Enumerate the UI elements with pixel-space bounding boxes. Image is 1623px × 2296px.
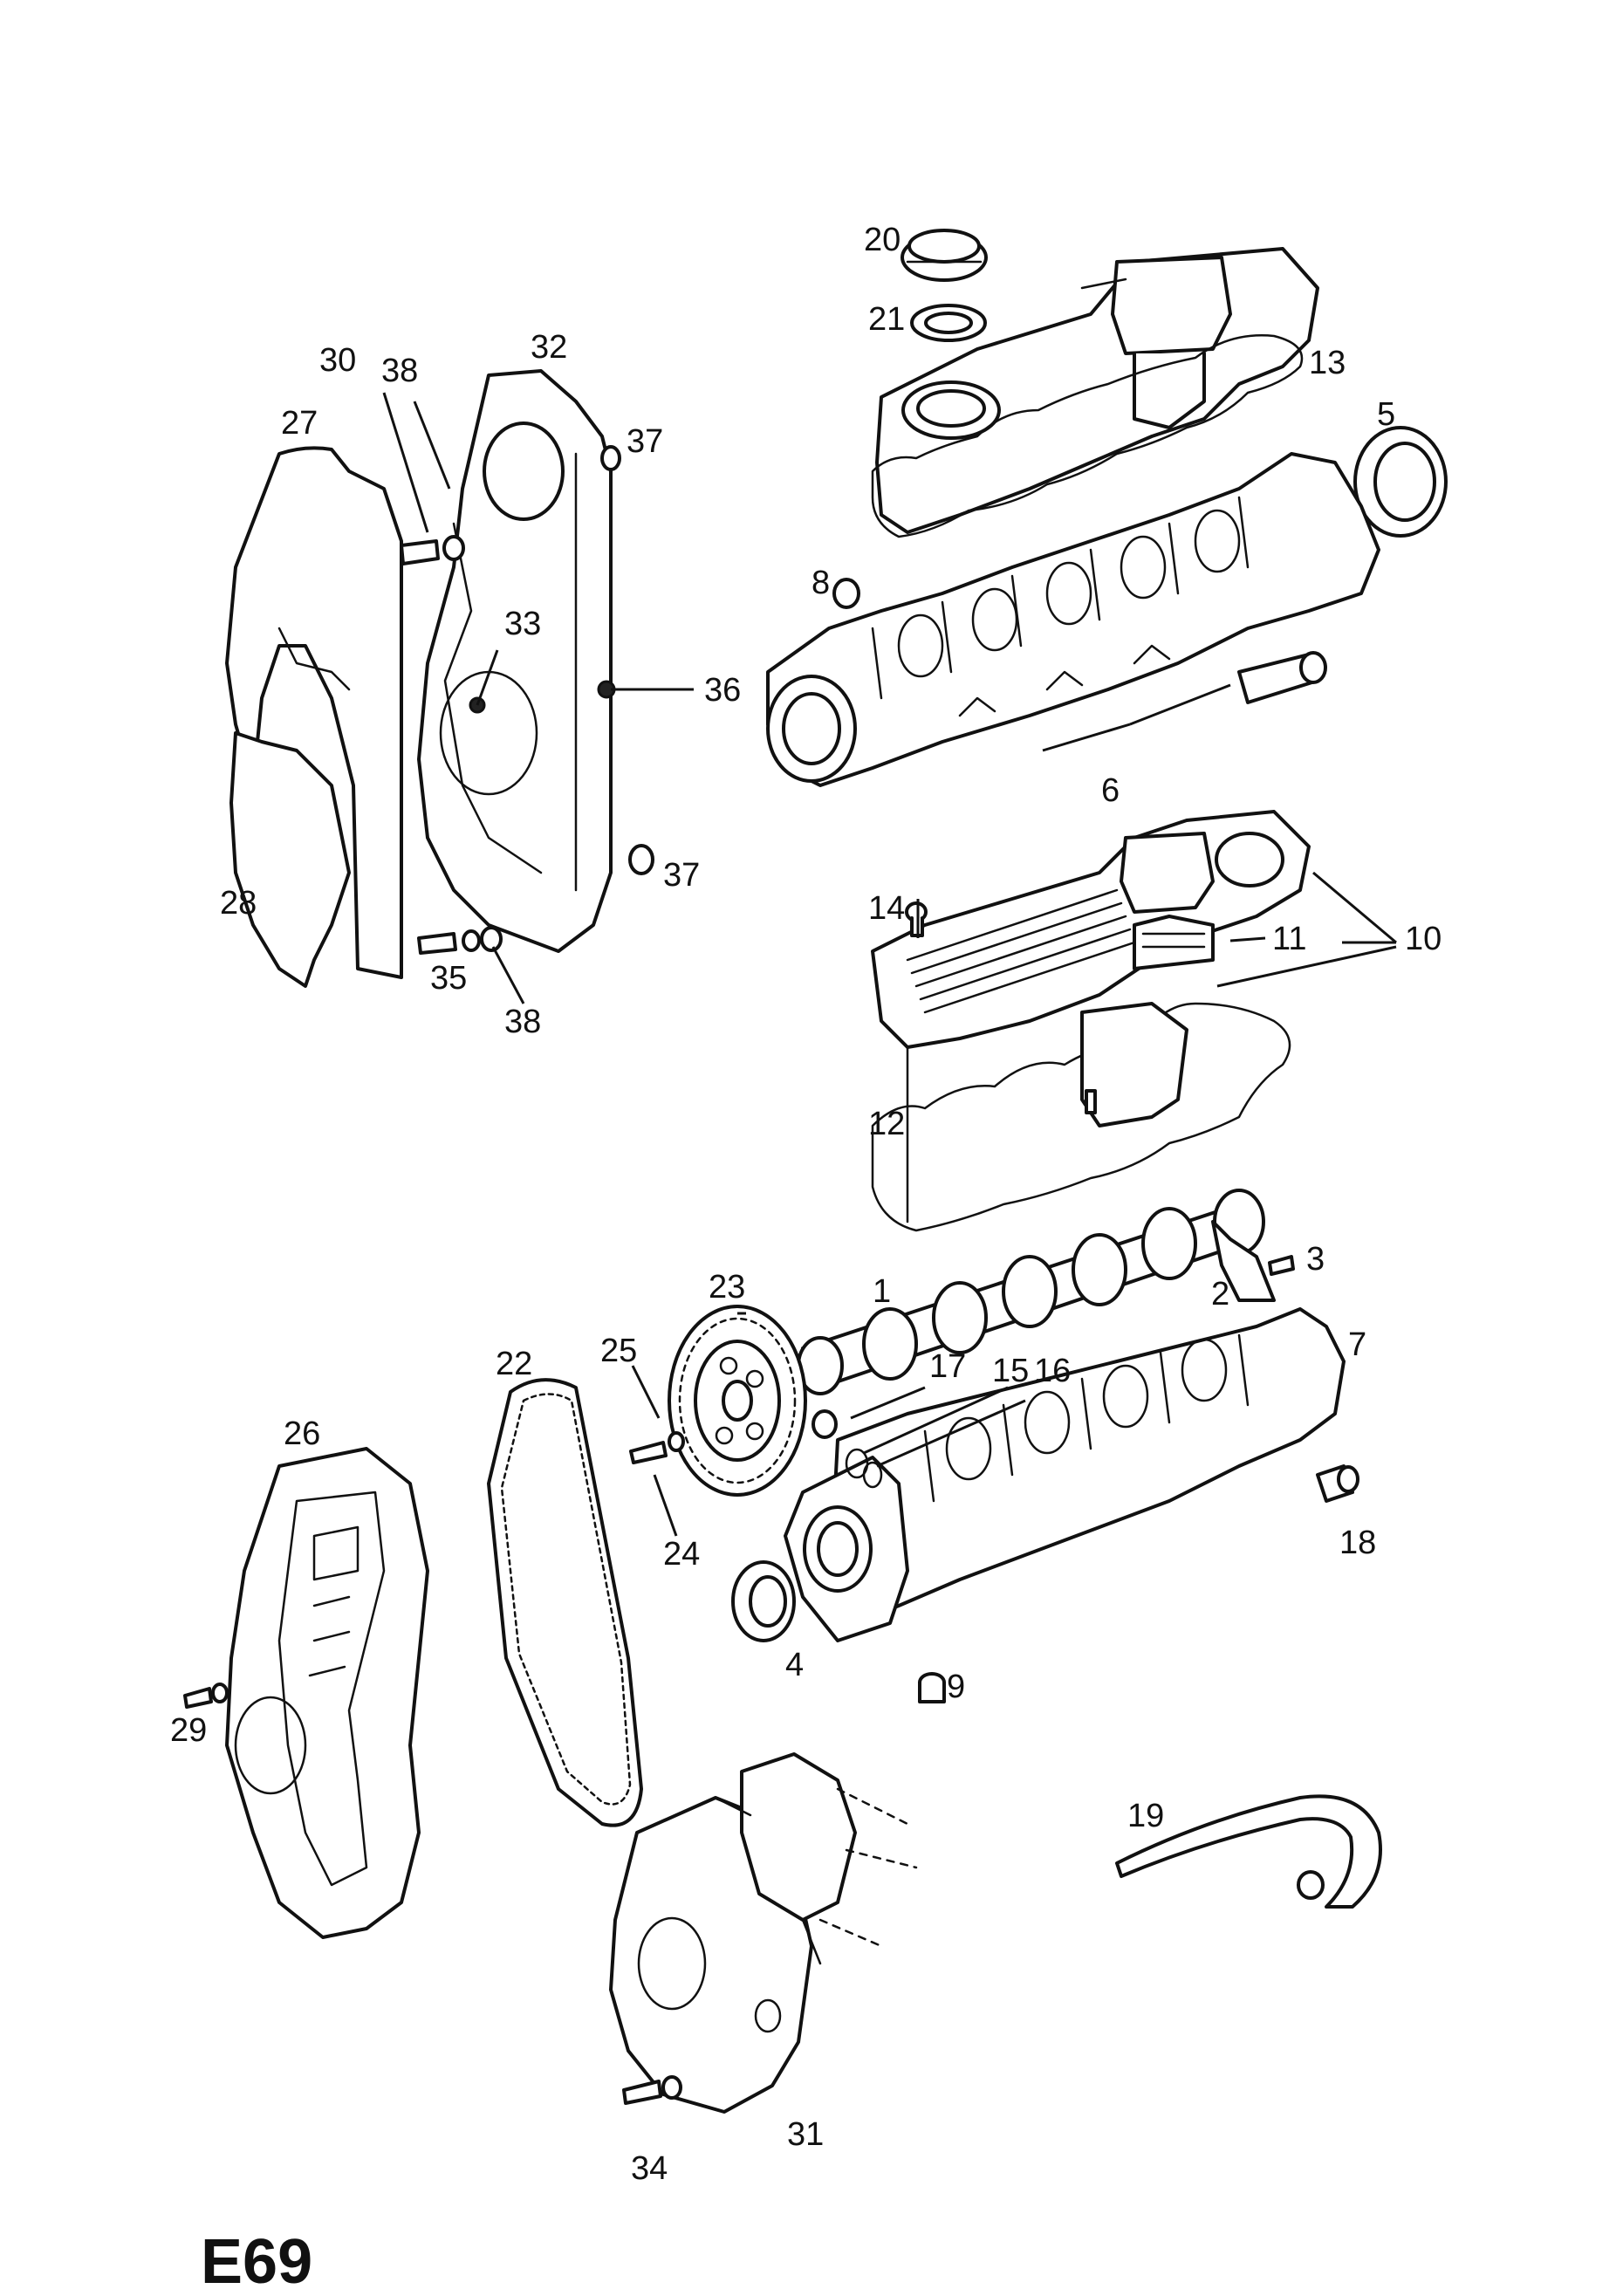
bolt-30 — [400, 535, 465, 565]
callout-27: 27 — [281, 405, 318, 442]
page-code: E69 — [201, 2227, 312, 2296]
clip-37-lower — [628, 844, 654, 875]
dowel-6 — [1237, 651, 1327, 704]
bolt-35 — [417, 926, 503, 955]
callout-37-lower: 37 — [663, 857, 700, 894]
callout-34: 34 — [631, 2150, 668, 2187]
water-pump — [609, 1752, 918, 2114]
cam-cover-gasket-13 — [871, 334, 1304, 538]
callout-4: 4 — [785, 1647, 804, 1683]
callout-26: 26 — [284, 1415, 320, 1452]
callout-22: 22 — [496, 1346, 532, 1382]
callout-9: 9 — [947, 1669, 965, 1705]
callout-11: 11 — [1272, 921, 1306, 957]
camshaft — [797, 1189, 1265, 1395]
callout-6: 6 — [1101, 772, 1120, 809]
plug-9 — [918, 1672, 946, 1703]
timing-belt — [487, 1378, 643, 1827]
bolt-14 — [905, 901, 928, 937]
callout-13: 13 — [1309, 345, 1346, 381]
ring-15 — [845, 1448, 869, 1479]
callout-18: 18 — [1339, 1525, 1376, 1561]
callout-1: 1 — [873, 1273, 891, 1310]
callout-28: 28 — [220, 885, 257, 922]
callout-10: 10 — [1405, 921, 1442, 957]
callout-32: 32 — [531, 329, 567, 366]
callout-29: 29 — [170, 1712, 207, 1749]
cam-housing-lower — [784, 1307, 1346, 1642]
callout-16: 16 — [1034, 1353, 1071, 1389]
hose — [1115, 1794, 1382, 1909]
front-timing-cover — [225, 1447, 429, 1939]
callout-23: 23 — [709, 1269, 745, 1306]
gasket-12 — [871, 1002, 1291, 1232]
callout-14: 14 — [868, 890, 905, 927]
callout-21: 21 — [868, 301, 905, 338]
bracket-2 — [1211, 1220, 1276, 1302]
bolt-34 — [622, 2075, 682, 2105]
callout-12: 12 — [868, 1106, 905, 1142]
callout-2: 2 — [1211, 1276, 1229, 1312]
callout-24: 24 — [663, 1536, 700, 1573]
callout-7: 7 — [1348, 1326, 1366, 1363]
plug-8 — [832, 578, 860, 609]
callout-30: 30 — [319, 342, 356, 379]
cam-housing-upper — [766, 452, 1380, 787]
callout-37-upper: 37 — [627, 423, 663, 460]
cam-cover-upper — [875, 247, 1319, 534]
clip-37-upper — [600, 445, 621, 471]
leader-lines — [382, 392, 1397, 1537]
callout-31: 31 — [787, 2116, 824, 2153]
callout-33: 33 — [504, 606, 541, 642]
cover-28 — [229, 731, 351, 988]
bolt-29 — [183, 1683, 229, 1709]
cam-cover-lower — [871, 810, 1311, 1049]
dowel-18 — [1316, 1464, 1359, 1503]
rear-oil-seal — [1353, 426, 1448, 538]
bolt-3 — [1268, 1255, 1295, 1276]
callout-5: 5 — [1377, 396, 1395, 433]
callout-15: 15 — [992, 1353, 1029, 1389]
cap-seal-ring — [910, 304, 987, 342]
callout-8: 8 — [812, 565, 830, 601]
bolt-24 — [629, 1431, 685, 1464]
ring-16 — [862, 1461, 883, 1489]
callout-38-upper: 38 — [381, 353, 418, 389]
callout-19: 19 — [1127, 1798, 1164, 1834]
callout-25: 25 — [600, 1333, 637, 1369]
callout-38-lower: 38 — [504, 1004, 541, 1040]
callout-35: 35 — [430, 960, 467, 997]
pin-17 — [812, 1409, 838, 1439]
oil-filler-cap — [901, 229, 988, 282]
inner-timing-cover — [417, 369, 613, 953]
callout-20: 20 — [864, 222, 901, 258]
callout-3: 3 — [1306, 1241, 1325, 1278]
front-seal — [731, 1560, 796, 1642]
camshaft-sprocket — [668, 1305, 807, 1497]
callout-17: 17 — [929, 1348, 966, 1385]
callout-36: 36 — [704, 672, 741, 709]
